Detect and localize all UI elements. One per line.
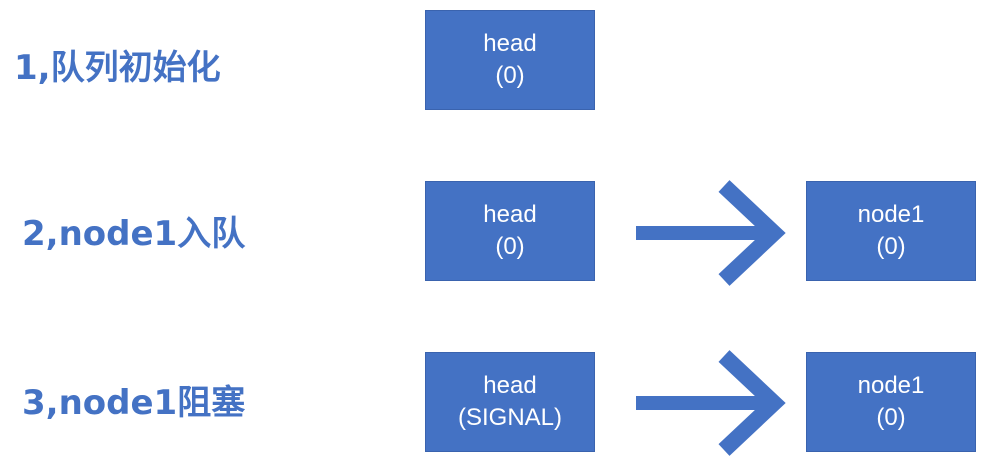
step-3-node1-node: node1 (0) bbox=[806, 352, 976, 452]
step-3-head-node: head (SIGNAL) bbox=[425, 352, 595, 452]
step-2-label: 2,node1入队 bbox=[22, 214, 246, 254]
step-1-head-node: head (0) bbox=[425, 10, 595, 110]
node-state: (0) bbox=[876, 233, 906, 260]
right-arrow-icon bbox=[636, 180, 786, 286]
step-3-arrow bbox=[636, 350, 786, 456]
step-2-arrow bbox=[636, 180, 786, 286]
step-3-label: 3,node1阻塞 bbox=[22, 383, 246, 423]
node-name: node1 bbox=[857, 372, 925, 399]
step-2-head-node: head (0) bbox=[425, 181, 595, 281]
right-arrow-icon bbox=[636, 350, 786, 456]
node-name: head bbox=[483, 201, 537, 228]
node-state: (0) bbox=[495, 233, 525, 260]
step-2-node1-node: node1 (0) bbox=[806, 181, 976, 281]
node-name: head bbox=[483, 30, 537, 57]
node-state: (0) bbox=[495, 62, 525, 89]
step-1-label: 1,队列初始化 bbox=[14, 48, 221, 88]
node-state: (SIGNAL) bbox=[457, 404, 562, 431]
node-state: (0) bbox=[876, 404, 906, 431]
node-name: head bbox=[483, 372, 537, 399]
node-name: node1 bbox=[857, 201, 925, 228]
